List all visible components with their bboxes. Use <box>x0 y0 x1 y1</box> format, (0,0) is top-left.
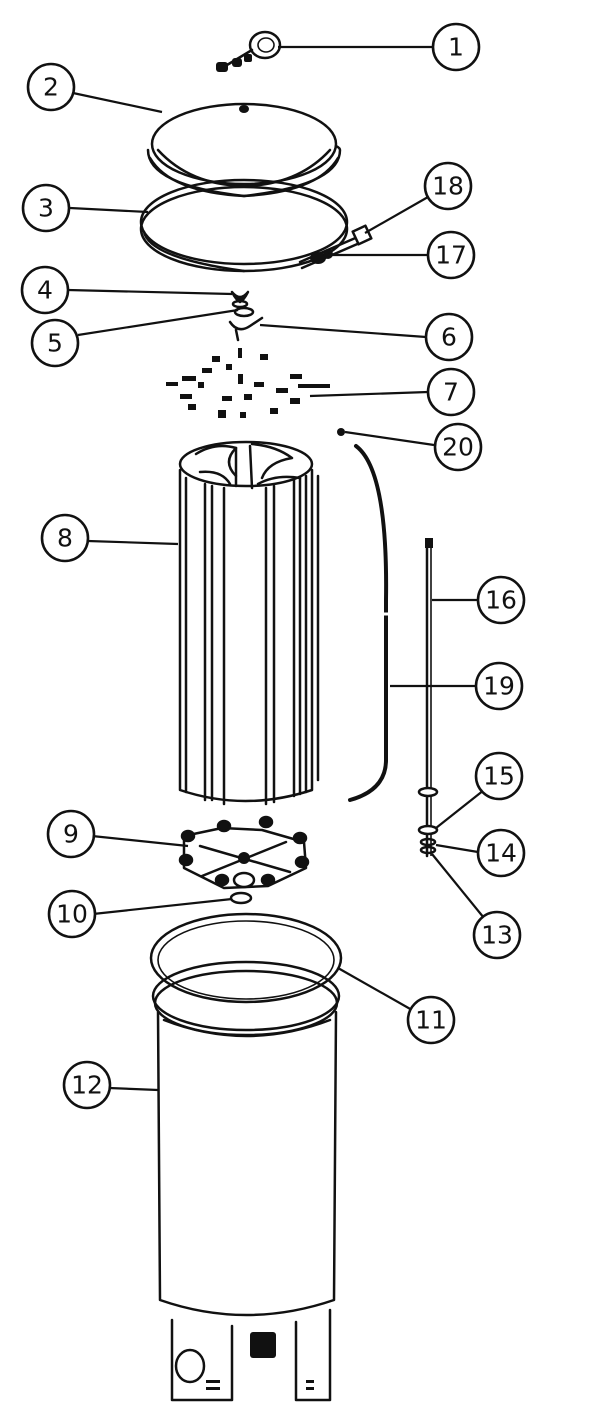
part-19-tube <box>348 444 389 802</box>
part-3-clamp-ring <box>139 178 349 273</box>
callout-8: 8 <box>40 513 90 563</box>
callout-12-label: 12 <box>71 1071 103 1100</box>
part-8-filter-element <box>178 440 320 806</box>
callout-18-label: 18 <box>432 172 464 201</box>
callout-13: 13 <box>472 910 522 960</box>
callout-12: 12 <box>62 1060 112 1110</box>
callout-17-label: 17 <box>435 241 467 270</box>
callout-11: 11 <box>406 995 456 1045</box>
callout-13-label: 13 <box>481 921 513 950</box>
callout-7-label: 7 <box>443 378 459 407</box>
callout-3-label: 3 <box>38 194 54 223</box>
leader-lines <box>67 45 485 1092</box>
part-9-base-plate <box>178 815 310 890</box>
callout-18: 18 <box>423 161 473 211</box>
callout-4: 4 <box>20 265 70 315</box>
part-16-rod <box>417 538 439 858</box>
callout-16: 16 <box>476 575 526 625</box>
part-20-ball <box>337 428 345 436</box>
callout-20: 20 <box>433 422 483 472</box>
callout-19: 19 <box>474 661 524 711</box>
callout-10: 10 <box>47 889 97 939</box>
callout-19-label: 19 <box>483 672 515 701</box>
callout-2-label: 2 <box>43 73 59 102</box>
callout-16-label: 16 <box>485 586 517 615</box>
callout-3: 3 <box>21 183 71 233</box>
part-1-valve <box>216 30 282 72</box>
callout-20-label: 20 <box>442 433 474 462</box>
callout-9-label: 9 <box>63 820 79 849</box>
callout-17: 17 <box>426 230 476 280</box>
callout-7: 7 <box>426 367 476 417</box>
callout-4-label: 4 <box>37 276 53 305</box>
callout-1: 1 <box>431 22 481 72</box>
callout-14-label: 14 <box>485 839 517 868</box>
callout-5-label: 5 <box>47 329 63 358</box>
part-11-large-o-ring <box>149 912 343 1004</box>
callout-6: 6 <box>424 312 474 362</box>
part-4-5-6-fasteners <box>228 290 264 358</box>
callout-5: 5 <box>30 318 80 368</box>
part-12-tank-body <box>151 960 341 1402</box>
callout-15: 15 <box>474 751 524 801</box>
callout-11-label: 11 <box>415 1006 447 1035</box>
callout-14: 14 <box>476 828 526 878</box>
callout-10-label: 10 <box>56 900 88 929</box>
callout-1-label: 1 <box>448 33 464 62</box>
part-10-o-ring <box>229 891 253 905</box>
callout-2: 2 <box>26 62 76 112</box>
part-2-lid <box>146 102 342 198</box>
part-7-fittings <box>166 354 330 418</box>
callout-15-label: 15 <box>483 762 515 791</box>
callout-8-label: 8 <box>57 524 73 553</box>
callout-6-label: 6 <box>441 323 457 352</box>
callout-9: 9 <box>46 809 96 859</box>
